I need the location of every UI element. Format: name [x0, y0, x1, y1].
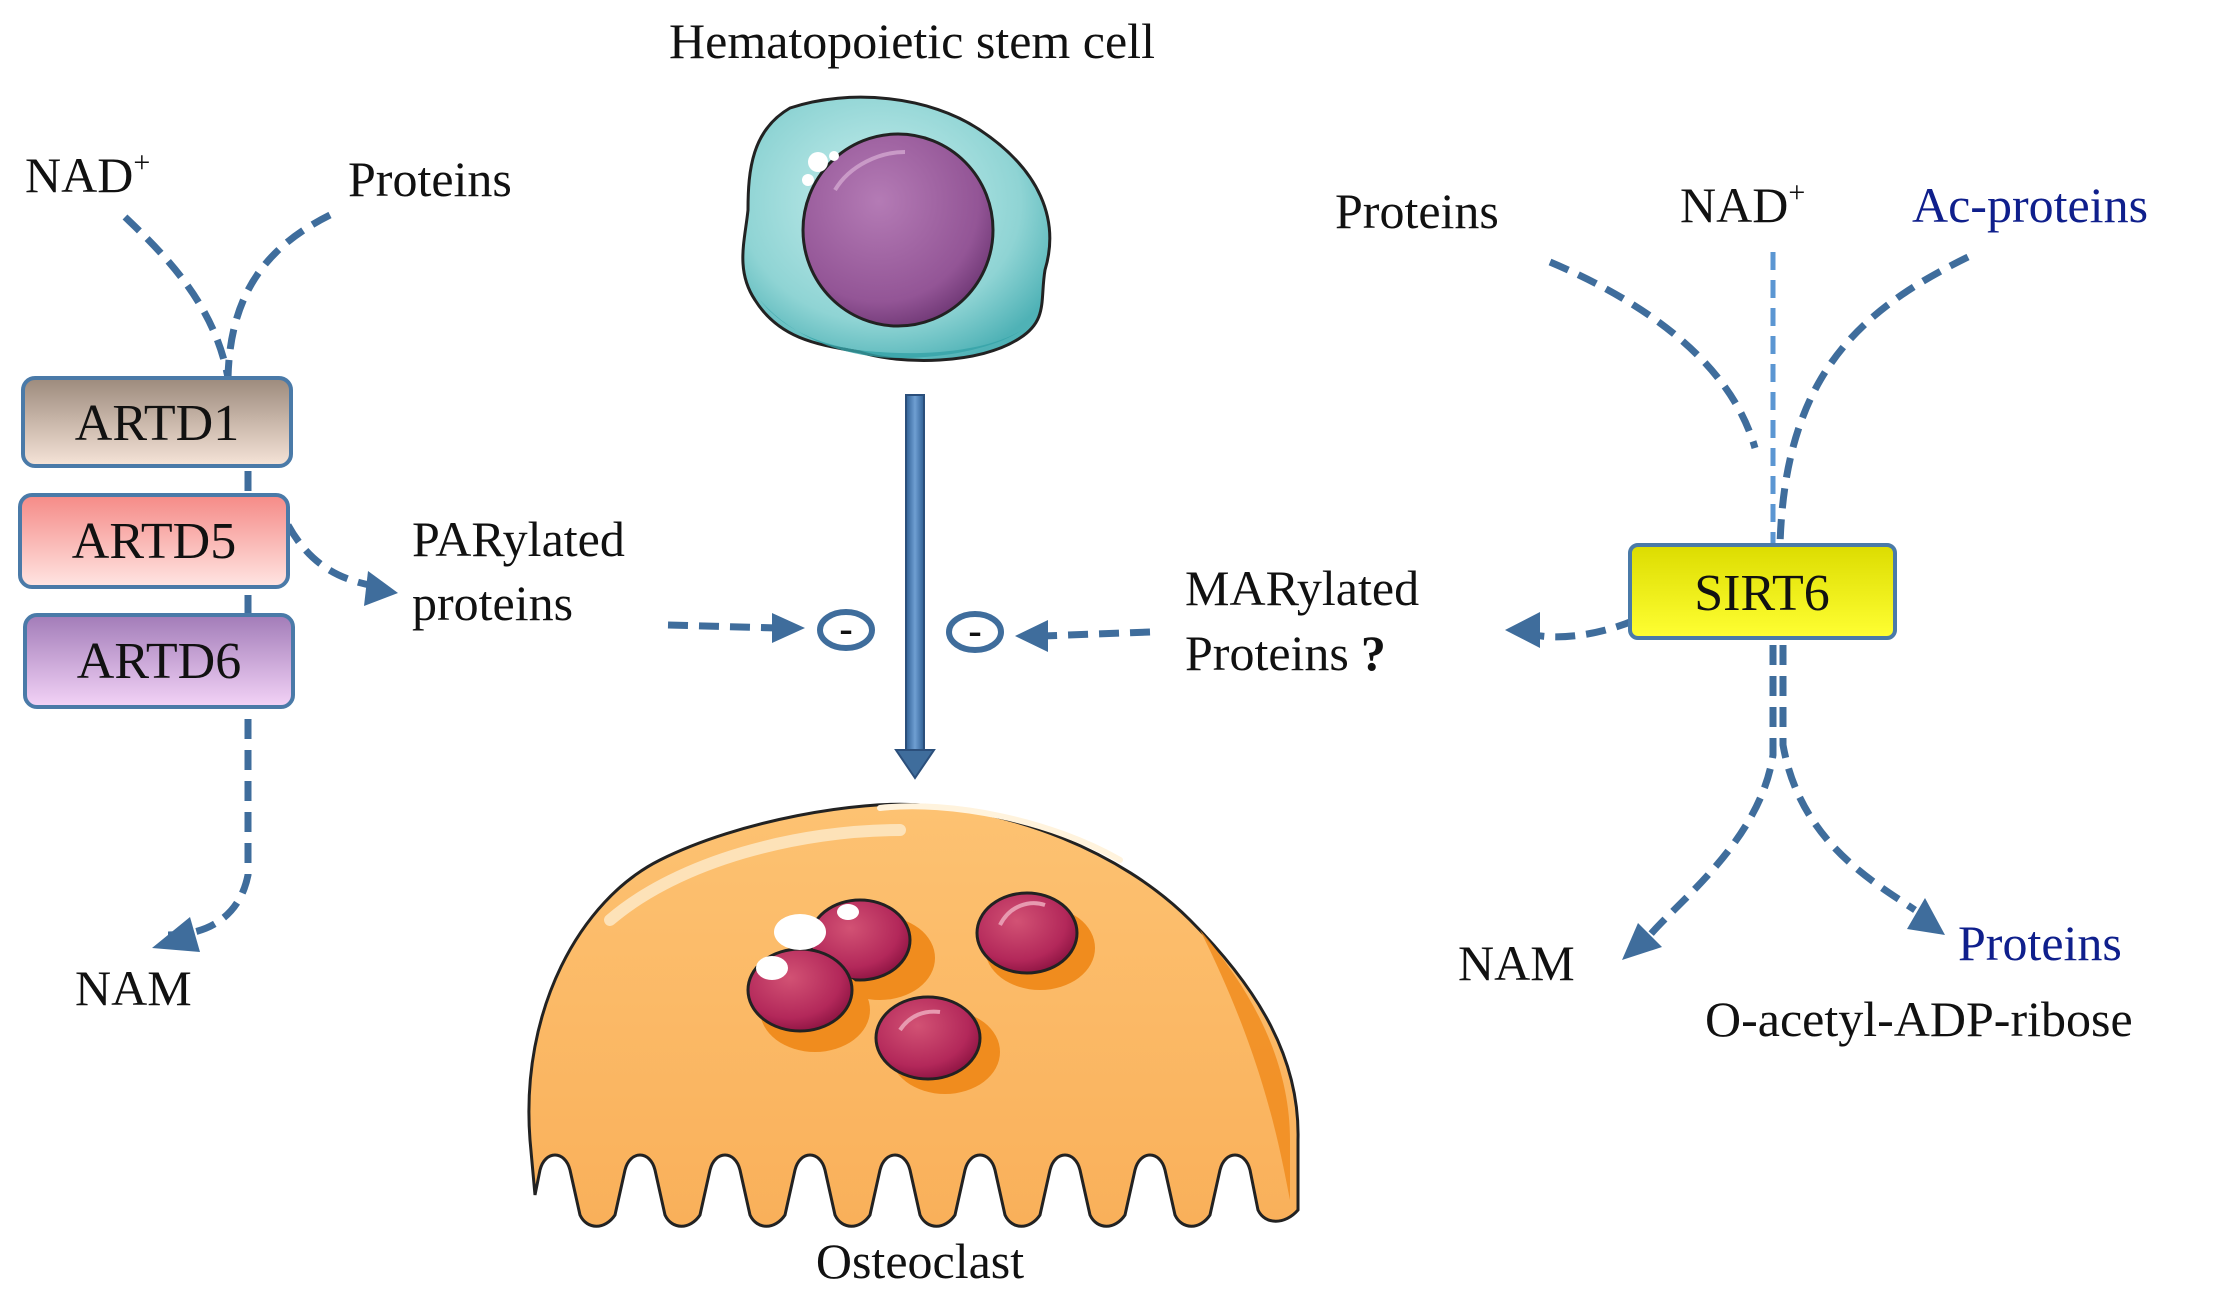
enzyme-box-artd5: ARTD5	[18, 493, 290, 589]
osteoclast-nucleus	[975, 891, 1079, 975]
right-nam-label: NAM	[1458, 935, 1575, 991]
left-nad-label: NAD+	[25, 146, 150, 203]
right-proteins-out-flow	[1779, 645, 1917, 913]
svg-text:ARTD1: ARTD1	[75, 395, 239, 452]
right-to-inhibition-flow	[1041, 628, 1151, 640]
svg-text:ARTD5: ARTD5	[72, 513, 236, 570]
right-product-label-line2: Proteins?	[1185, 625, 1386, 681]
stem-cell-graphic	[741, 95, 1052, 362]
left-nad-flow	[122, 214, 232, 379]
ac-proteins-label: Ac-proteins	[1912, 177, 2148, 233]
left-nam-arrowhead	[152, 917, 200, 952]
enzyme-box-artd6: ARTD6	[23, 613, 295, 709]
enzyme-box-sirt6: SIRT6	[1628, 543, 1897, 640]
left-proteins-label: Proteins	[348, 151, 512, 207]
svg-text:-: -	[839, 606, 852, 651]
enzyme-box-artd1: ARTD1	[21, 376, 293, 468]
right-product-label-line1: MARylated	[1185, 560, 1419, 616]
left-to-inhibition-flow	[667, 621, 779, 632]
svg-text:ARTD6: ARTD6	[77, 633, 241, 690]
left-product-label-line1: PARylated	[412, 511, 625, 567]
left-nam-label: NAM	[75, 960, 192, 1016]
left-product-flow	[284, 523, 376, 590]
right-product-flow	[1534, 616, 1637, 641]
stem-cell-nucleus	[801, 132, 995, 328]
left-proteins-flow	[224, 211, 332, 379]
inhibition-symbol-left: -	[817, 606, 875, 651]
svg-text:-: -	[968, 608, 981, 653]
svg-text:SIRT6: SIRT6	[1694, 565, 1830, 622]
right-proteins-label: Proteins	[1335, 183, 1499, 239]
osteoclast-nucleus	[874, 995, 982, 1081]
osteoclast-label: Osteoclast	[816, 1233, 1024, 1289]
right-nam-flow	[1647, 645, 1777, 938]
right-ac-proteins-flow	[1776, 253, 1970, 546]
stem-cell-label: Hematopoietic stem cell	[669, 13, 1155, 69]
differentiation-arrow	[894, 394, 936, 780]
o-acetyl-adp-ribose-label: O-acetyl-ADP-ribose	[1705, 991, 2133, 1047]
osteoclast-graphic	[527, 802, 1300, 1228]
right-proteins-flow	[1548, 258, 1759, 449]
left-product-label-line2: proteins	[412, 575, 573, 631]
right-nad-label: NAD+	[1680, 176, 1805, 233]
right-proteins-out-label: Proteins	[1958, 915, 2122, 971]
inhibition-symbol-right: -	[946, 608, 1004, 653]
